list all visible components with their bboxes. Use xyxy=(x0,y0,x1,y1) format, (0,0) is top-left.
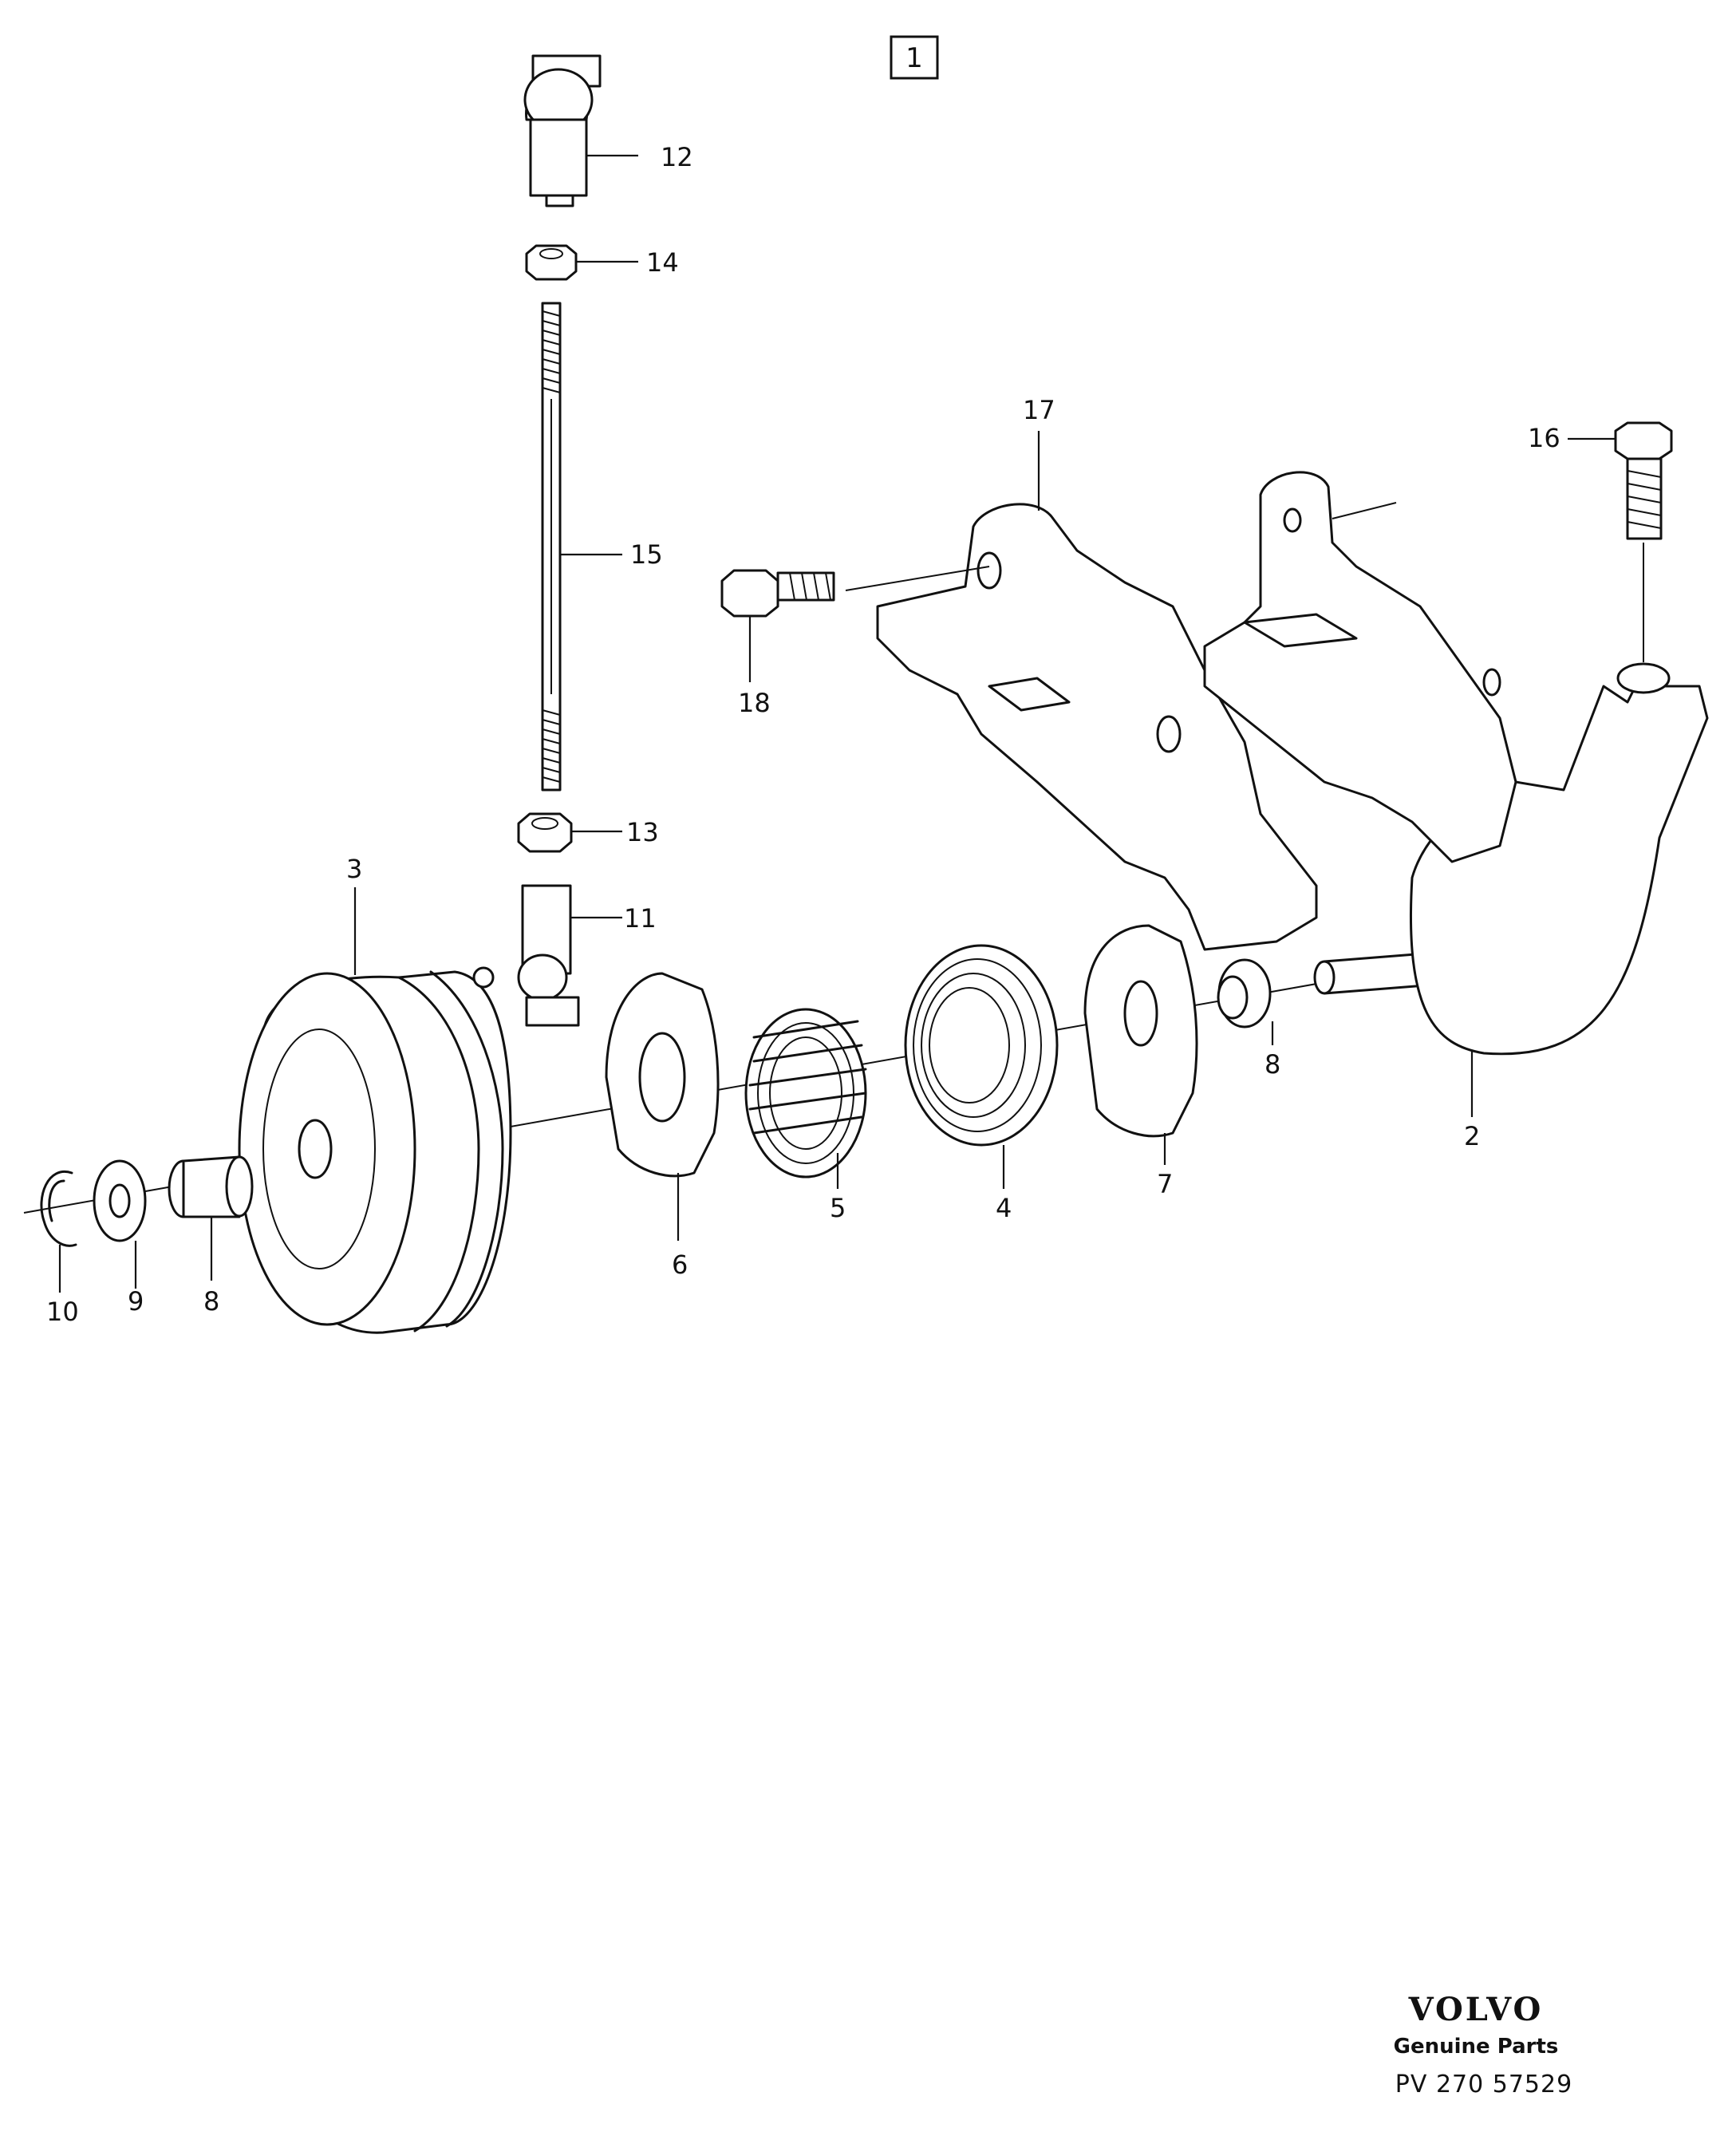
label-part-18: 18 xyxy=(738,688,771,718)
circlip xyxy=(40,1170,77,1247)
nut-lower xyxy=(517,812,573,853)
label-part-12: 12 xyxy=(661,142,693,172)
label-part-8-right: 8 xyxy=(1265,1049,1280,1080)
label-part-5: 5 xyxy=(830,1193,846,1223)
label-part-9: 9 xyxy=(128,1286,144,1317)
label-part-4: 4 xyxy=(996,1193,1012,1223)
nut-upper xyxy=(525,244,578,281)
label-part-14: 14 xyxy=(646,247,679,278)
label-part-10: 10 xyxy=(46,1297,79,1327)
label-part-6: 6 xyxy=(672,1250,688,1280)
label-part-7: 7 xyxy=(1157,1169,1173,1199)
bushing-right xyxy=(1217,958,1272,1028)
ball-joint-lower xyxy=(517,884,580,1027)
spring-plate-rear xyxy=(1083,924,1198,1138)
mounting-bracket xyxy=(876,471,1517,951)
brand-subtitle: Genuine Parts xyxy=(1393,2035,1559,2059)
label-part-11: 11 xyxy=(624,903,657,934)
brand-logo-text: VOLVO xyxy=(1408,1991,1544,2028)
label-part-2: 2 xyxy=(1464,1121,1480,1151)
label-part-8-left: 8 xyxy=(203,1286,219,1317)
label-part-13: 13 xyxy=(626,817,659,847)
washer xyxy=(93,1159,147,1242)
label-part-3: 3 xyxy=(346,854,362,884)
threaded-rod xyxy=(541,302,562,792)
spring-plate-front xyxy=(605,972,720,1178)
spring-large xyxy=(904,944,1059,1147)
figure-number: 1 xyxy=(905,42,923,74)
ball-joint-upper xyxy=(523,54,602,207)
pulley-housing xyxy=(238,966,512,1334)
bolt-left xyxy=(720,569,835,618)
figure-number-box: 1 xyxy=(890,35,939,80)
spring-small xyxy=(744,1008,867,1179)
label-part-17: 17 xyxy=(1023,395,1055,425)
label-part-15: 15 xyxy=(630,539,663,570)
illustration-reference: PV 270 57529 xyxy=(1395,2071,1573,2098)
bolt-right xyxy=(1614,421,1673,662)
label-part-16: 16 xyxy=(1528,423,1560,453)
bushing-left xyxy=(168,1155,254,1218)
